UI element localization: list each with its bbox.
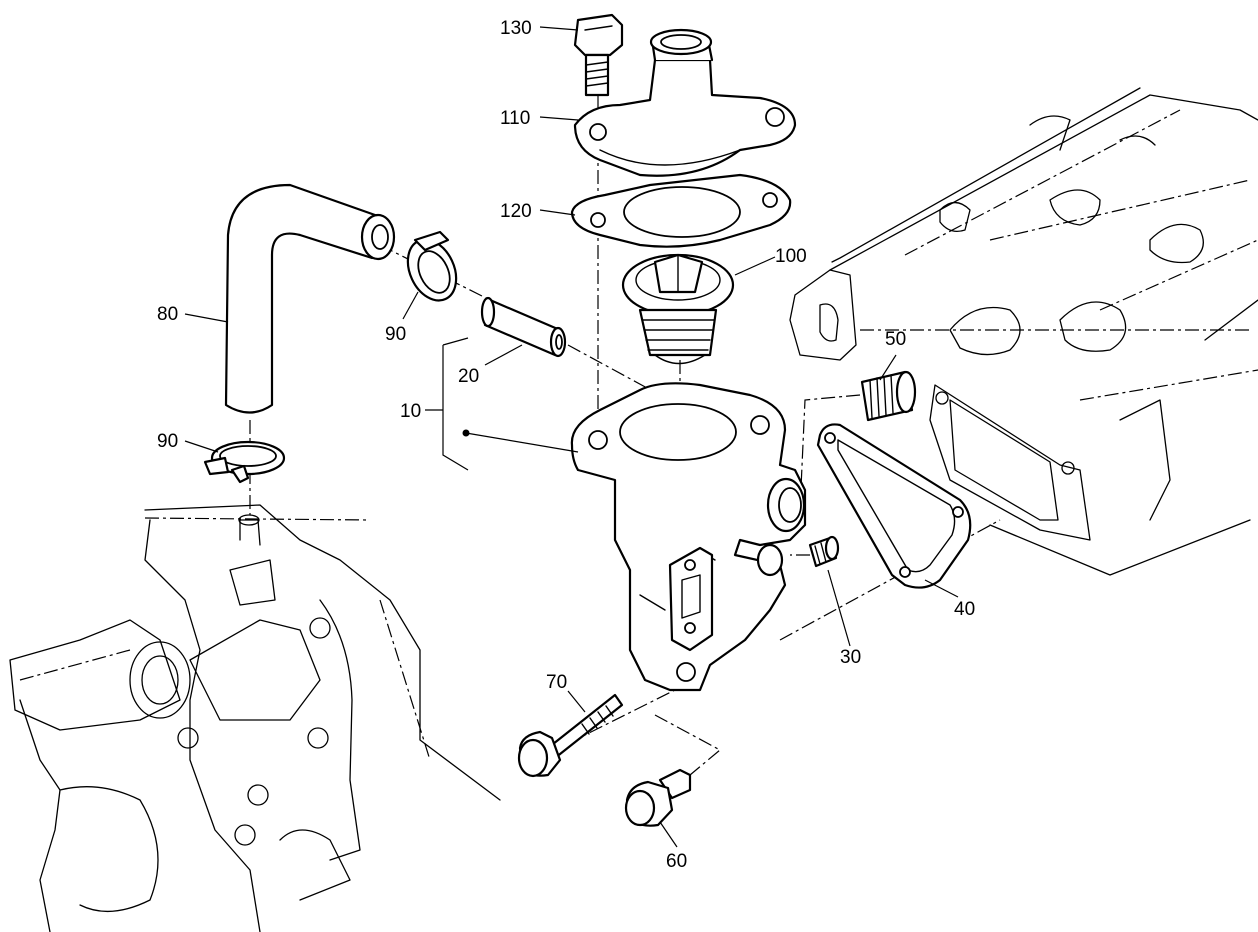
callout-90-lower: 90 (157, 431, 178, 452)
callout-50: 50 (885, 329, 906, 350)
thermostat-housing-10 (570, 382, 807, 692)
callout-120: 120 (500, 201, 532, 222)
engine-cylinder-head-outline (789, 87, 1258, 576)
callout-110: 110 (500, 108, 530, 129)
bolt-70 (517, 693, 624, 778)
callout-100: 100 (775, 246, 807, 267)
leader-lines (184, 26, 959, 848)
callout-60: 60 (666, 851, 687, 872)
hose-80 (224, 183, 396, 414)
drain-plug-60 (624, 768, 692, 827)
callout-10: 10 (400, 401, 421, 422)
callout-70: 70 (546, 672, 567, 693)
hose-clamp-90-upper (406, 230, 458, 302)
callout-80: 80 (157, 304, 178, 325)
water-pump-housing-outline (9, 504, 501, 932)
pipe-20 (480, 296, 567, 358)
plug-50 (860, 370, 917, 422)
thermostat-100 (621, 253, 735, 365)
callout-20: 20 (458, 366, 479, 387)
gasket-120 (570, 173, 792, 248)
thermostat-cover-110 (573, 28, 797, 177)
callout-130: 130 (500, 18, 532, 39)
hose-clamp-90-lower (203, 440, 286, 484)
bolt-130 (573, 13, 624, 97)
callout-90-upper: 90 (385, 324, 406, 345)
gasket-40 (816, 423, 972, 589)
callout-40: 40 (954, 599, 975, 620)
plug-30 (808, 535, 840, 568)
callout-labels: 130 110 120 100 80 90 90 20 10 50 40 30 … (157, 18, 975, 872)
callout-30: 30 (840, 647, 861, 668)
